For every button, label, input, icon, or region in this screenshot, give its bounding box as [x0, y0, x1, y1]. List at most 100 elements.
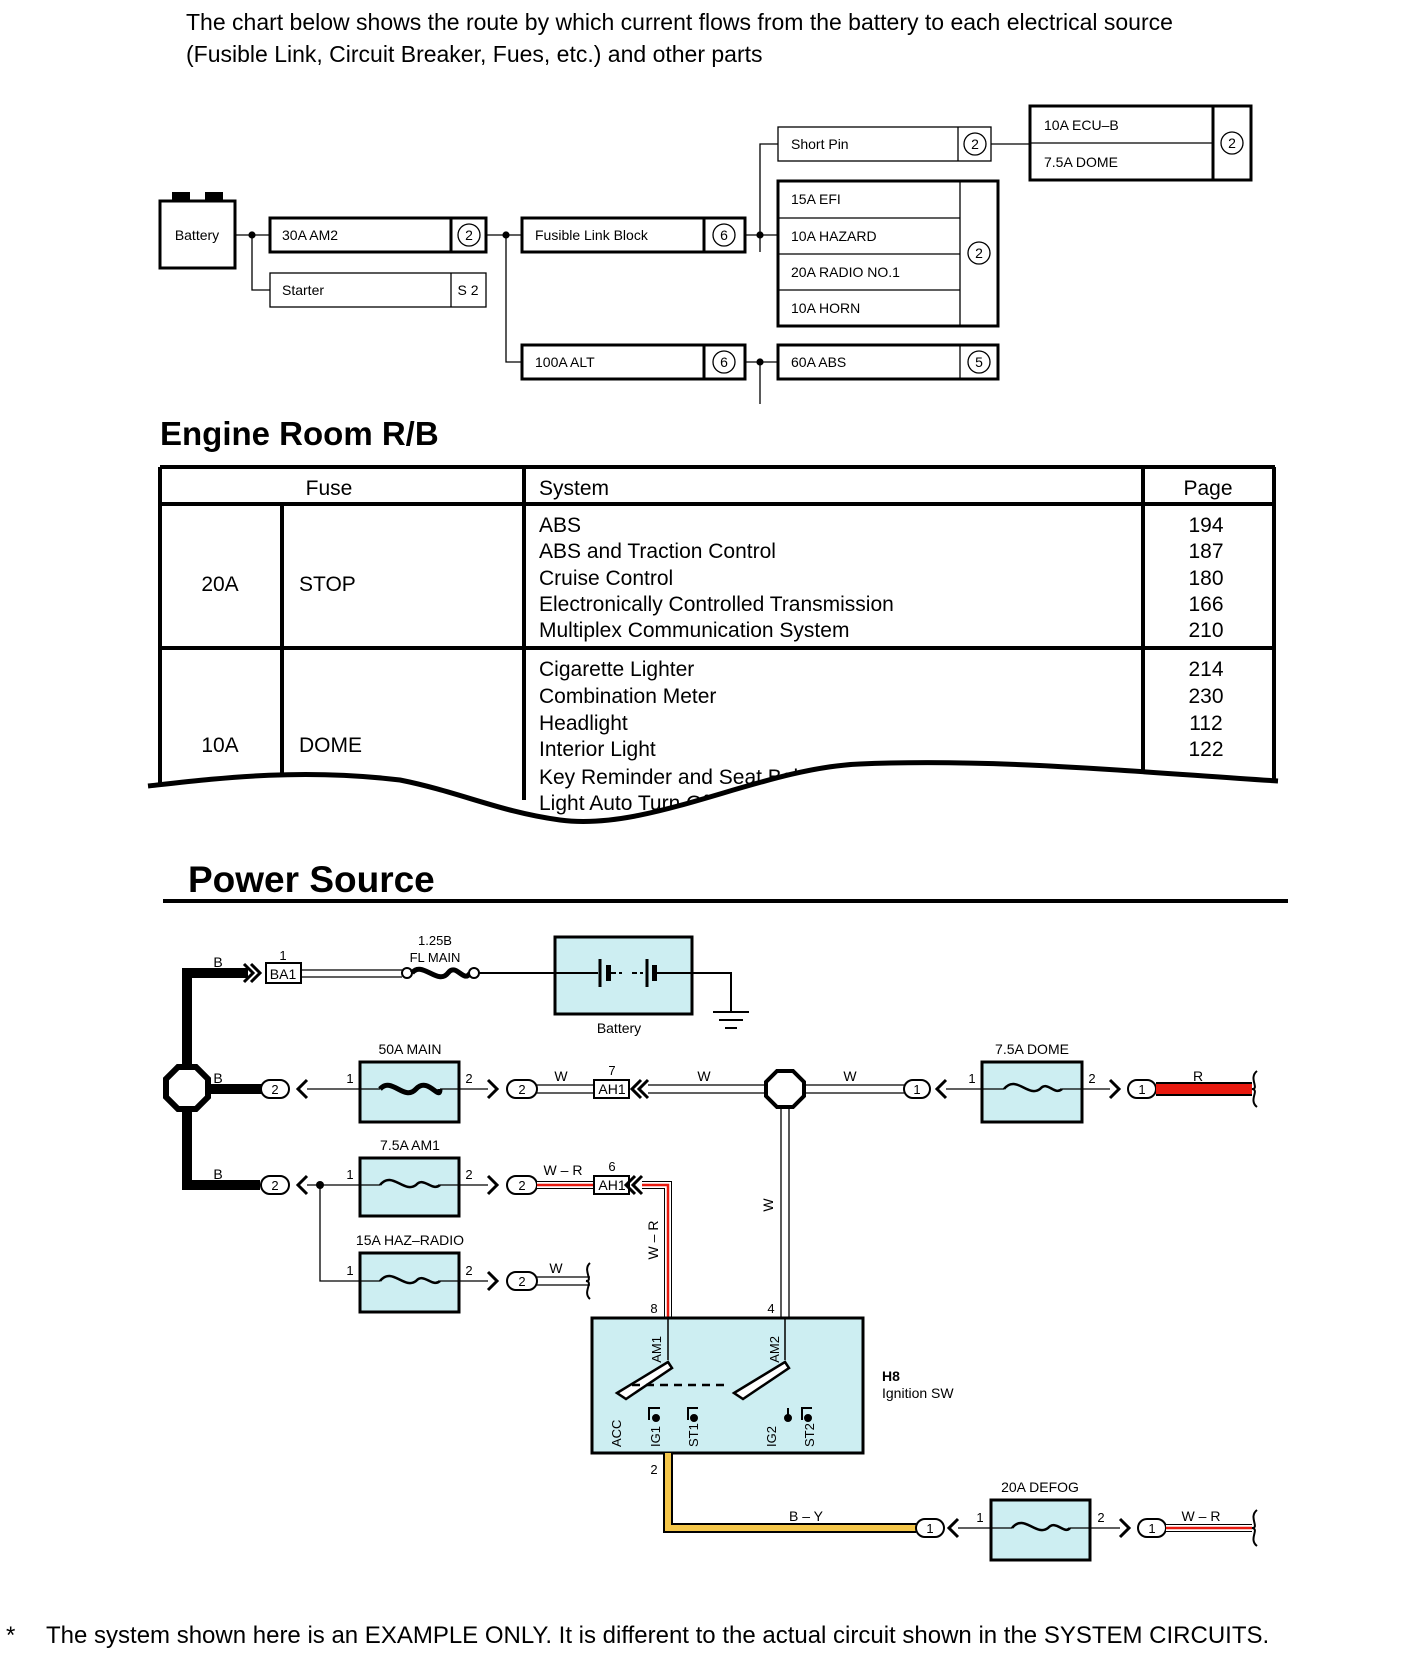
wr-label-horizontal: W – R: [544, 1162, 583, 1178]
w-wire-to-dome: [804, 1084, 904, 1094]
row-2-page-4: 122: [1188, 738, 1223, 761]
row-1-page-1: 194: [1188, 514, 1223, 537]
route-ecu-item-2: 7.5A DOME: [1044, 154, 1118, 170]
w-wire-haz: [537, 1276, 590, 1286]
ah1-top-label: AH1: [598, 1081, 625, 1097]
w-label-main: W: [554, 1068, 568, 1084]
route-abs-num: 5: [975, 354, 983, 370]
row-2-page-3: 112: [1189, 712, 1222, 735]
ah1-top-pin: 7: [608, 1063, 615, 1078]
terminal-am2: AM2: [767, 1336, 782, 1363]
connector-dome-out-pin: 1: [1138, 1082, 1145, 1097]
by-label: B – Y: [789, 1508, 824, 1524]
route-am2-num: 2: [465, 227, 473, 243]
fuse-20a-defog-label: 20A DEFOG: [1001, 1479, 1079, 1495]
row-2-page-2: 230: [1188, 685, 1223, 708]
route-junction-dots: [248, 231, 764, 366]
power-source-title: Power Source: [188, 859, 435, 900]
battery-label: Battery: [597, 1020, 641, 1036]
route-abs-label: 60A ABS: [791, 354, 846, 370]
fl-main-label: FL MAIN: [410, 950, 461, 965]
row-1-page-4: 166: [1188, 593, 1223, 616]
by-wire: B – Y: [663, 1453, 916, 1533]
ground-symbol: [692, 972, 749, 1029]
table-tear-edge: [147, 760, 1279, 824]
row-2-system-1: Cigarette Lighter: [539, 658, 694, 681]
am1-pin-1: 1: [346, 1167, 353, 1182]
terminal-ig1: IG1: [648, 1426, 663, 1447]
w-wire-vertical: [780, 1107, 790, 1318]
wr-label-defog: W – R: [1182, 1508, 1221, 1524]
row-1-system-3: Cruise Control: [539, 567, 673, 590]
wr-label-vertical: W – R: [645, 1221, 661, 1260]
connector-am1-out-pin: 2: [518, 1178, 525, 1193]
fuse-7-5a-dome-label: 7.5A DOME: [995, 1041, 1069, 1057]
connector-haz-out-pin: 2: [518, 1274, 525, 1289]
haz-pin-1: 1: [346, 1263, 353, 1278]
main-pin-1: 1: [346, 1071, 353, 1086]
fuse-50a-main-label: 50A MAIN: [378, 1041, 441, 1057]
connector-am1-in-pin: 2: [271, 1178, 278, 1193]
fuse-15a-haz-radio-label: 15A HAZ–RADIO: [356, 1232, 464, 1248]
terminal-st2: ST2: [802, 1423, 817, 1447]
b-harness: [182, 968, 262, 1190]
relay-block-title: Engine Room R/B: [160, 415, 439, 452]
dome-pin-1: 1: [968, 1071, 975, 1086]
connector-dome-in: 1: [903, 1078, 948, 1100]
row-2-system-4: Interior Light: [539, 738, 656, 761]
intro-line-2: (Fusible Link, Circuit Breaker, Fues, et…: [186, 41, 763, 67]
table-header-page: Page: [1183, 477, 1232, 500]
route-fusible-link-box: Fusible Link Block 6: [520, 216, 747, 254]
route-am2-box: 30A AM2 2: [268, 216, 488, 254]
route-short-pin-label: Short Pin: [791, 136, 849, 152]
w-wire-main: [537, 1084, 594, 1094]
route-fusible-link-label: Fusible Link Block: [535, 227, 649, 243]
connector-main-out: 2: [486, 1078, 538, 1100]
row-2-system-2: Combination Meter: [539, 685, 716, 708]
route-abs-box: 60A ABS 5: [776, 343, 1000, 381]
am1-pin-2: 2: [465, 1167, 472, 1182]
route-fusible-link-num: 6: [720, 227, 728, 243]
fuse-15a-haz-radio: 15A HAZ–RADIO: [356, 1232, 464, 1314]
row-1-name: STOP: [299, 573, 356, 596]
route-fuse-item-3: 20A RADIO NO.1: [791, 264, 900, 280]
route-alt-box: 100A ALT 6: [520, 343, 747, 381]
intro-text: The chart below shows the route by which…: [186, 6, 1346, 70]
row-2-system-5: Key Reminder and Seat Belt Warning: [539, 766, 887, 789]
ah1-bottom-pin: 6: [608, 1159, 615, 1174]
footnote: *The system shown here is an EXAMPLE ONL…: [6, 1622, 1269, 1650]
ba1-pin: 1: [279, 948, 286, 963]
row-1-system-5: Multiplex Communication System: [539, 619, 849, 642]
ignition-code: H8: [882, 1368, 900, 1384]
main-pin-2: 2: [465, 1071, 472, 1086]
fl-main-rating: 1.25B: [418, 933, 452, 948]
row-1-amp: 20A: [201, 573, 238, 596]
route-battery: Battery: [158, 192, 237, 270]
w-wire-top: [301, 969, 402, 978]
w-wire-to-splice: [648, 1084, 770, 1094]
relay-block-table: Fuse System Page 20A STOP ABS ABS and Tr…: [147, 465, 1279, 824]
route-short-pin-num: 2: [971, 136, 979, 152]
fuse-20a-defog: 20A DEFOG: [989, 1479, 1092, 1562]
connector-haz-out: 2: [486, 1270, 538, 1292]
row-1-page-3: 180: [1188, 567, 1223, 590]
r-wire: R: [1156, 1068, 1258, 1108]
b-splice-junction: [163, 1064, 211, 1112]
power-source-schematic: BA1 1 1.25B FL MAIN Battery: [163, 933, 1258, 1562]
ba1-connector: BA1 1: [242, 948, 302, 984]
route-short-pin-box: Short Pin 2: [777, 126, 992, 162]
row-2-system-3: Headlight: [539, 712, 628, 735]
route-am2-label: 30A AM2: [282, 227, 338, 243]
terminal-am1: AM1: [649, 1336, 664, 1363]
b-label-am1: B: [213, 1166, 222, 1182]
route-fuse-item-2: 10A HAZARD: [791, 228, 877, 244]
ignition-switch: AM1 AM2 ACC IG1 ST1 IG2 ST2 H8: [590, 1316, 954, 1455]
row-1-page-2: 187: [1188, 540, 1223, 563]
w-label-haz: W: [549, 1260, 563, 1276]
ign-pin-2: 2: [650, 1462, 657, 1477]
route-ecu-num: 2: [1228, 135, 1236, 151]
defog-pin-1: 1: [976, 1510, 983, 1525]
connector-am1-out: 2: [486, 1174, 538, 1196]
ah1-connector-bottom: AH1 6: [593, 1159, 644, 1196]
fuse-50a-main: 50A MAIN: [358, 1041, 461, 1124]
